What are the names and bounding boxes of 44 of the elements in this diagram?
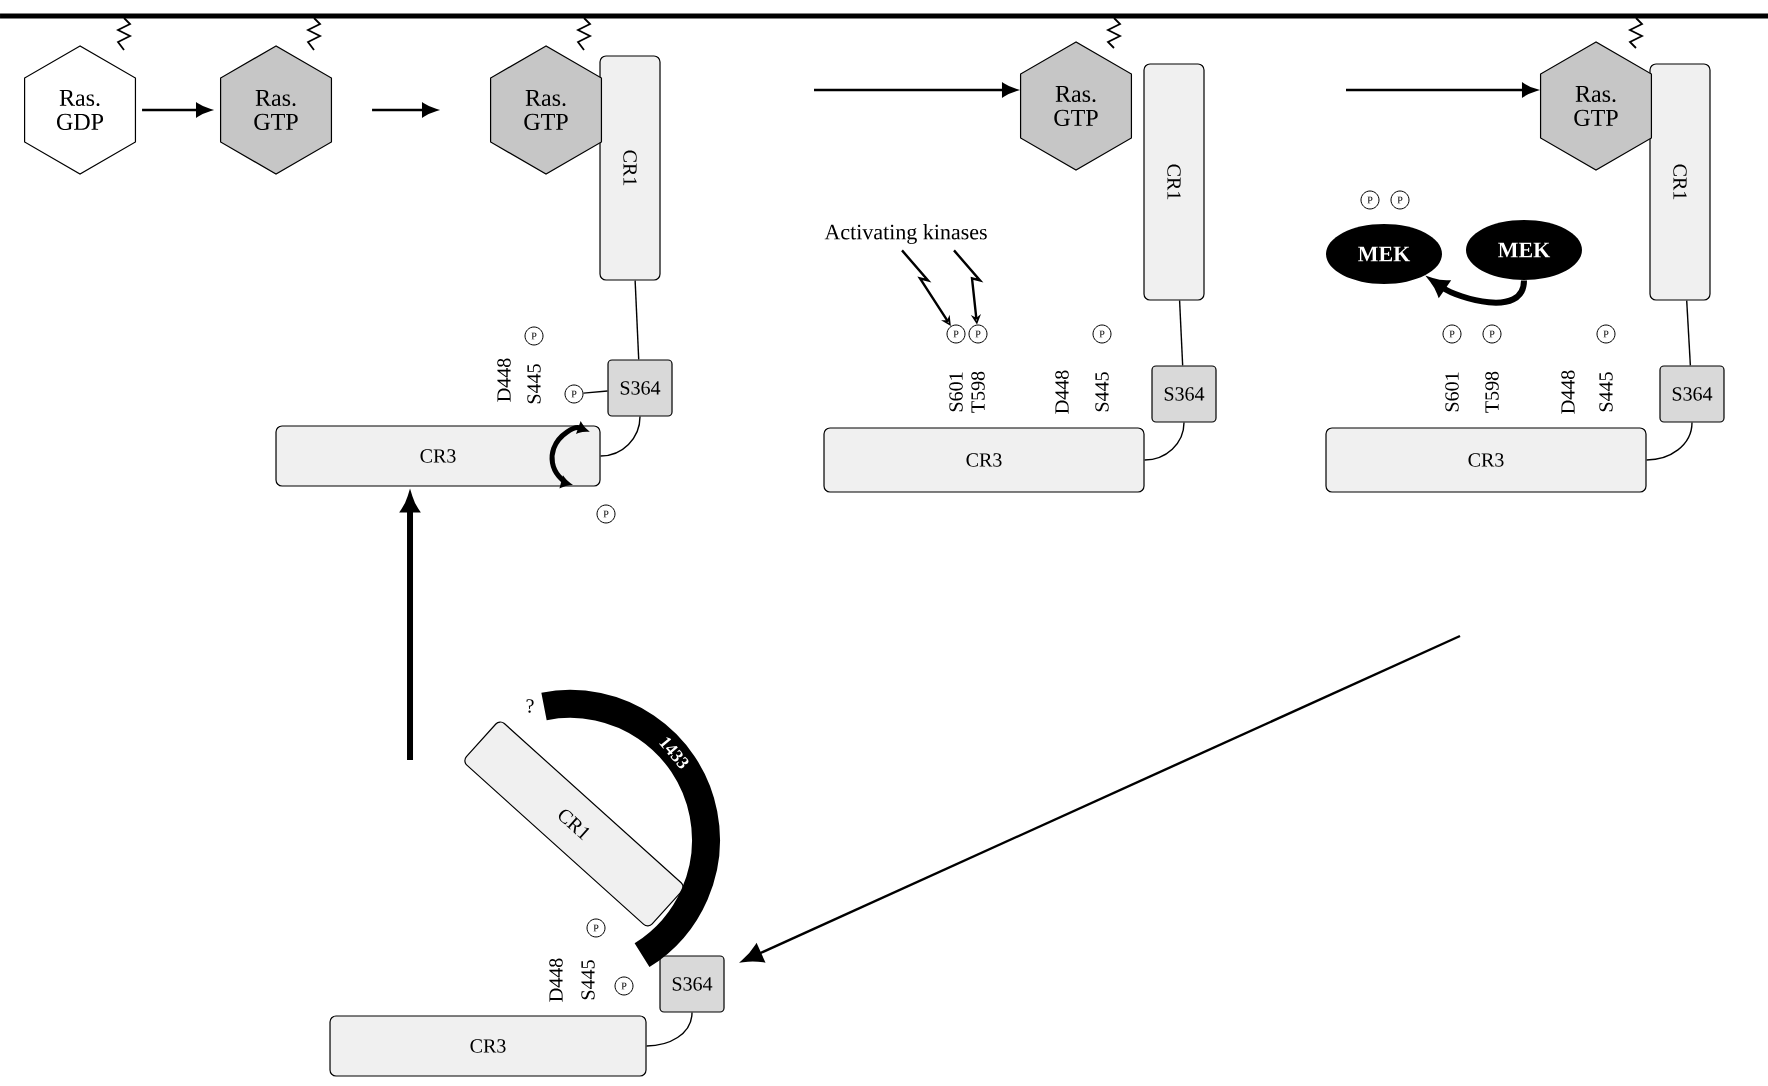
ras-hexagon: Ras. GTP xyxy=(1539,41,1652,171)
arrow xyxy=(401,494,419,760)
domain-box: S364 xyxy=(607,359,673,417)
domain-cylinder: CR3 xyxy=(823,427,1145,493)
residue-label: S601 xyxy=(1445,372,1459,412)
domain-box: S364 xyxy=(1659,365,1725,423)
annotation-text: Activating kinases xyxy=(824,224,987,244)
residue-label: D448 xyxy=(1561,370,1575,414)
residue-label: D448 xyxy=(1055,370,1069,414)
domain-cylinder: CR3 xyxy=(275,425,601,487)
ras-hexagon: Ras. GTP xyxy=(1020,41,1133,171)
domain-box: S364 xyxy=(659,955,725,1013)
linker-line xyxy=(1143,421,1185,461)
arrow xyxy=(372,103,437,117)
residue-label: S445 xyxy=(1095,372,1109,412)
linker-line xyxy=(1686,299,1692,367)
domain-cylinder: CR1 xyxy=(1649,63,1711,301)
domain-cylinder: CR3 xyxy=(1325,427,1647,493)
residue-label: S445 xyxy=(527,364,541,404)
residue-label: T598 xyxy=(1485,371,1499,413)
linker-line xyxy=(1645,421,1693,461)
ras-hexagon: Ras. GTP xyxy=(220,45,333,175)
arrow xyxy=(814,83,1017,97)
arrow xyxy=(741,634,1461,963)
ras-hexagon: Ras. GDP xyxy=(24,45,137,175)
linker-line xyxy=(582,390,609,394)
residue-label: S445 xyxy=(1599,372,1613,412)
ras-hexagon: Ras. GTP xyxy=(490,45,603,175)
arrow xyxy=(1429,277,1527,306)
residue-label: S601 xyxy=(949,372,963,412)
domain-cylinder: CR3 xyxy=(329,1015,647,1077)
lightning-arrow xyxy=(901,249,951,326)
residue-label: T598 xyxy=(971,371,985,413)
linker-line xyxy=(1178,299,1184,367)
linker-line xyxy=(599,415,641,457)
residue-label: D448 xyxy=(497,358,511,402)
domain-cylinder: CR1 xyxy=(1143,63,1205,301)
linker-line xyxy=(645,1011,693,1047)
domain-cylinder: CR1 xyxy=(599,55,661,281)
question-mark: ? xyxy=(526,699,534,713)
arrow xyxy=(142,103,211,117)
domain-box: S364 xyxy=(1151,365,1217,423)
arrow xyxy=(1346,83,1537,97)
linker-line xyxy=(634,279,640,361)
